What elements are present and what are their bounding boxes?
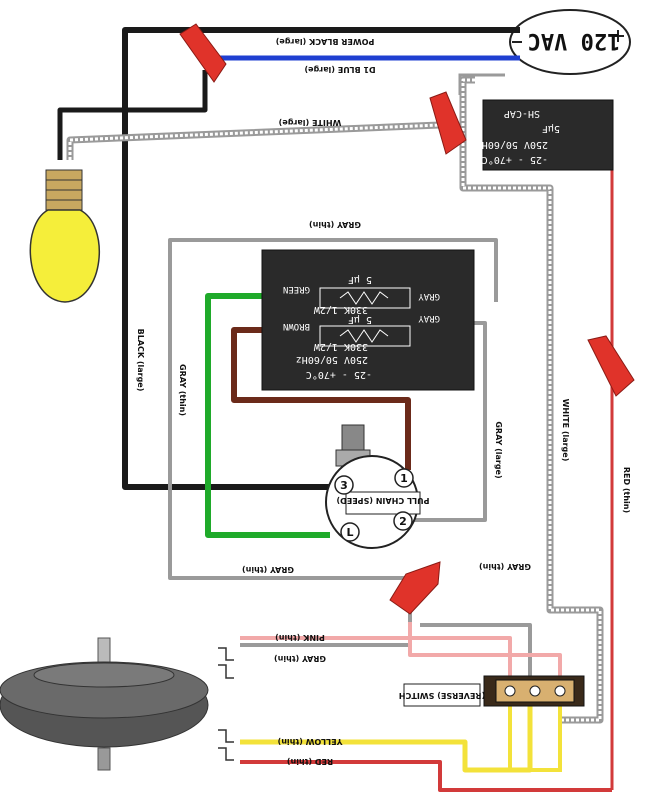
cap-brown-label: BROWN	[283, 321, 310, 331]
light-bulb-icon	[29, 169, 100, 303]
red-vertical-label: RED (thin)	[622, 467, 631, 513]
yellow-lead-label: YELLOW (thin)	[278, 737, 344, 746]
motor-icon	[0, 637, 234, 771]
brown-wire	[231, 327, 411, 470]
cap-line-6: -25 - +70°C	[306, 369, 372, 380]
d1-blue-label: D1 BLUE (large)	[304, 65, 375, 74]
gray-bottom-right-label: GRAY (thin)	[479, 562, 531, 571]
green-wire	[205, 293, 330, 538]
black-vertical-label: BLACK (large)	[136, 329, 145, 392]
cap-gray-label-2: GRAY	[418, 313, 440, 323]
pull-chain-switch: PULL CHAIN (SPEED) 1 2 3 L	[325, 424, 430, 549]
shcap-line-1: SH-CAP	[504, 108, 540, 119]
white-wire-top	[458, 73, 505, 95]
cap-line-1: 5 μF	[348, 274, 372, 285]
gray-left-vertical-label: GRAY (thin)	[178, 364, 187, 416]
red-lead-label: RED (thin)	[287, 757, 333, 766]
shcap-line-2: 5μF	[542, 123, 560, 134]
voltage-label: 120 VAC	[528, 28, 621, 53]
yellow-wire	[240, 700, 533, 773]
black-wire	[122, 27, 505, 490]
shcap-line-4: -25 - +70°C	[482, 154, 548, 165]
gray-lead-label: GRAY (thin)	[274, 654, 326, 663]
small-capacitor: SH-CAP 5μF 250V 50/60Hz -25 - +70°C	[476, 99, 614, 171]
main-capacitor: GREEN BROWN GRAY GRAY 5 μF 330K 1/2W 5 μ…	[261, 249, 475, 391]
yellow-wire-3	[530, 700, 562, 772]
cap-gray-label-1: GRAY	[418, 291, 440, 301]
terminal-l: L	[346, 526, 353, 539]
cap-line-3: 5 μF	[348, 314, 372, 325]
wire-labels: POWER BLACK (large) D1 BLUE (large) WHIT…	[136, 37, 631, 766]
terminal-1: 1	[400, 472, 408, 485]
terminal-2: 2	[399, 515, 407, 528]
cap-green-label: GREEN	[283, 284, 310, 294]
shcap-line-3: 250V 50/60Hz	[476, 139, 548, 150]
wirenut-icon	[179, 23, 635, 615]
bulb-black-lead	[57, 70, 208, 160]
terminal-3: 3	[340, 479, 348, 492]
red-motor-wire	[240, 760, 612, 792]
pink-wire	[240, 636, 512, 690]
gray-right-vertical-label: GRAY (large)	[494, 421, 503, 478]
white-vertical-label: WHITE (large)	[561, 399, 570, 462]
white-top-label: WHITE (large)	[279, 118, 342, 127]
gray-wire	[168, 238, 532, 690]
power-supply: 120 VAC	[505, 9, 631, 75]
reverse-switch: (REVERSE) SWITCH	[399, 675, 585, 707]
white-wire-inner	[68, 78, 602, 722]
cap-line-5: 250V 50/60Hz	[296, 354, 368, 365]
gray-top-label: GRAY (thin)	[309, 220, 361, 229]
pink-wire-2	[408, 622, 562, 690]
cap-line-2: 330K 1/2W	[313, 304, 368, 315]
gray-bottom-left-label: GRAY (thin)	[242, 565, 294, 574]
power-black-label: POWER BLACK (large)	[276, 37, 375, 46]
pull-chain-label: PULL CHAIN (SPEED)	[336, 496, 429, 505]
reverse-switch-label: (REVERSE) SWITCH	[399, 691, 485, 700]
pink-lead-label: PINK (thin)	[275, 633, 325, 642]
